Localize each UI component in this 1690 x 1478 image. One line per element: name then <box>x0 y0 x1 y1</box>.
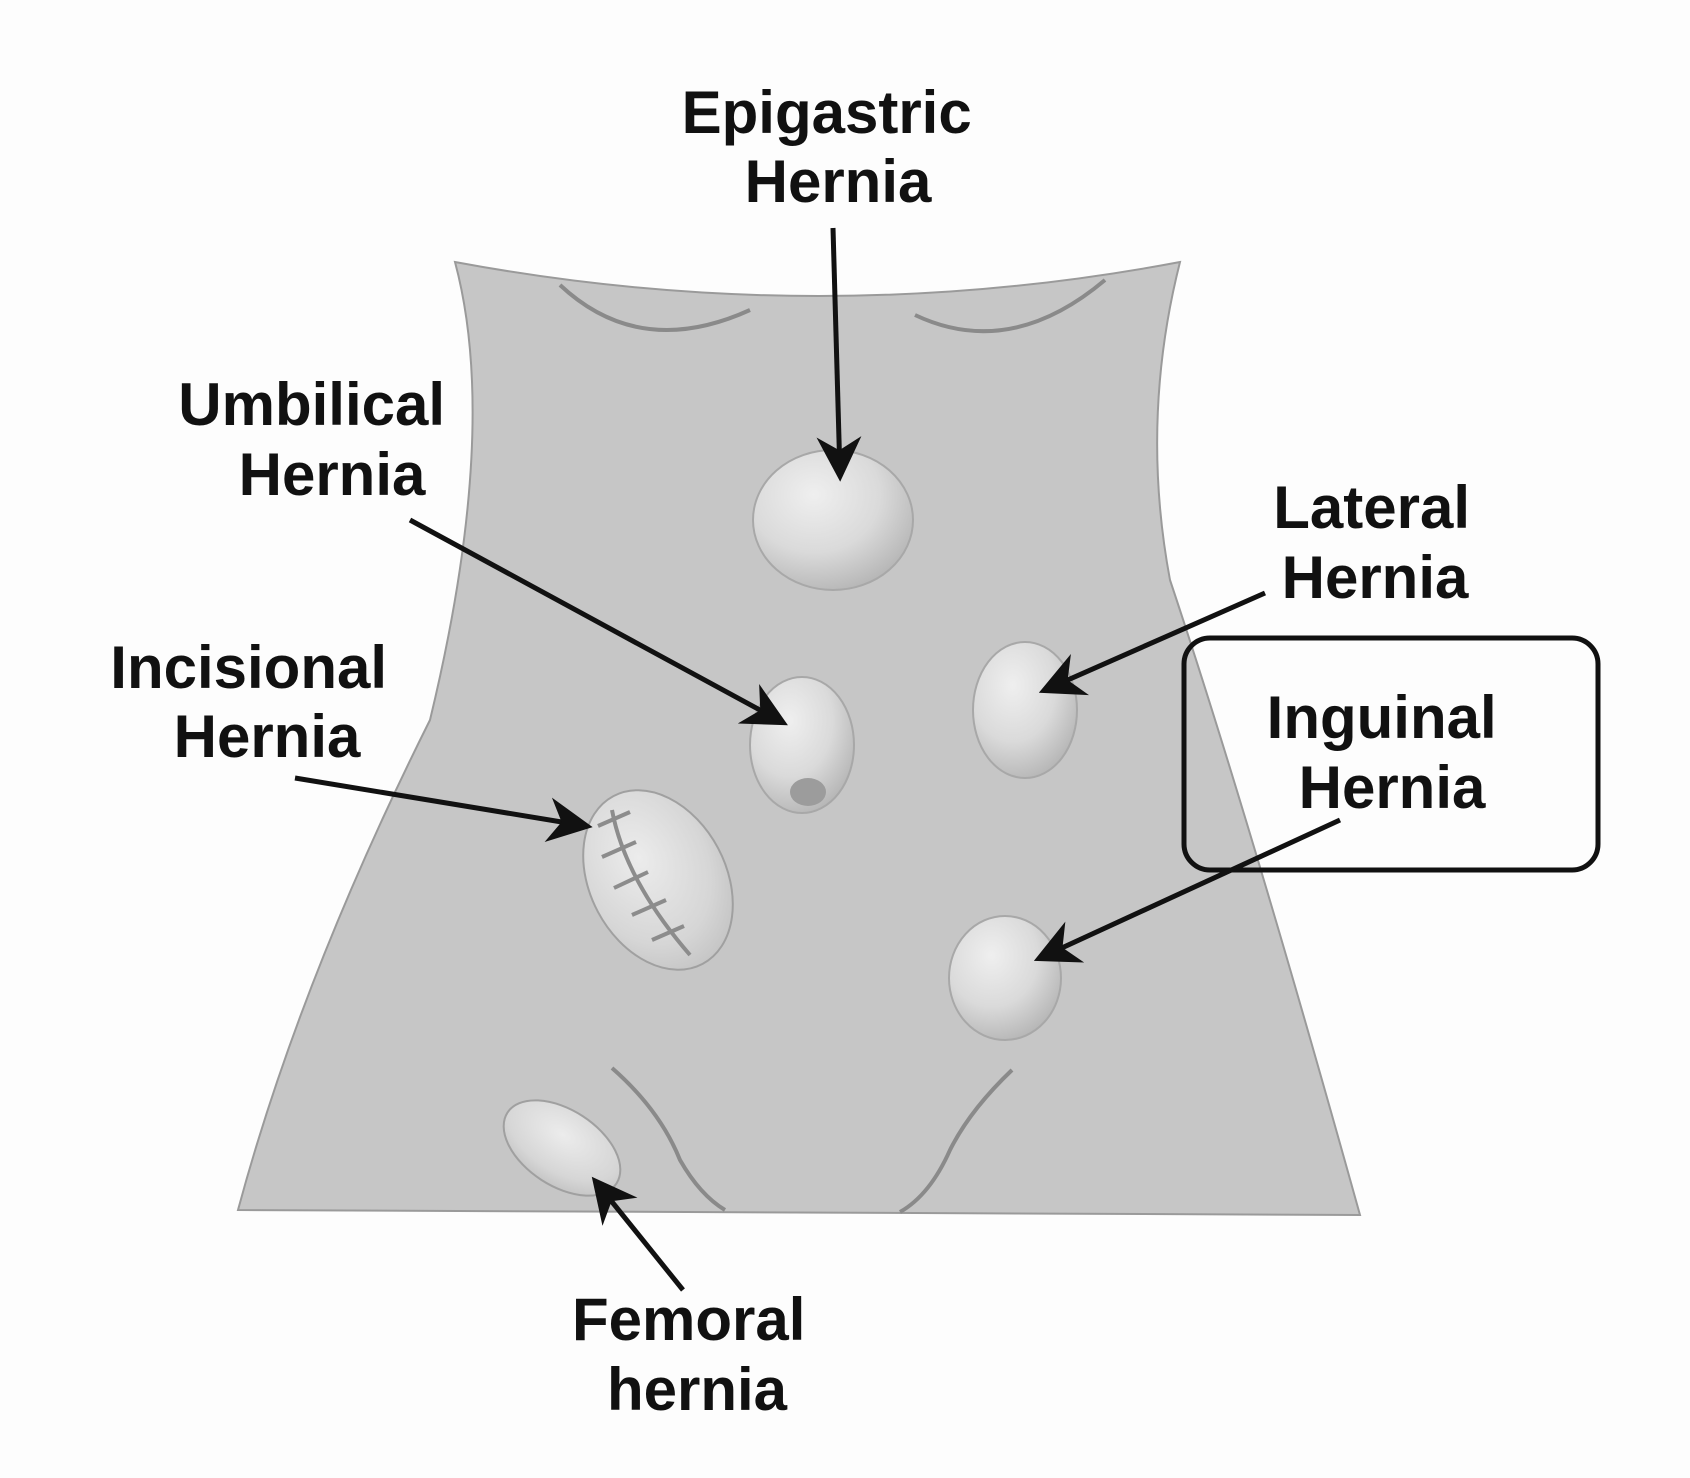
epigastric-label: Epigastric Hernia <box>682 79 989 215</box>
umbilical-arrow <box>408 517 788 726</box>
femoral-arrow <box>591 1176 685 1292</box>
epigastric-arrow <box>816 227 862 482</box>
incisional-label: Incisional Hernia <box>110 634 403 770</box>
epigastric-bulge <box>752 449 914 591</box>
suture-stitches <box>597 810 685 942</box>
incisional-arrow <box>294 775 593 842</box>
umbilical-bulge <box>749 676 855 814</box>
incision-scar-line <box>610 809 692 957</box>
inguinal-label: Inguinal Hernia <box>1267 684 1514 821</box>
inguinal-arrow <box>1033 817 1342 963</box>
umbilical-label: Umbilical Hernia <box>178 371 461 508</box>
right-chest-curve <box>914 278 1107 334</box>
inguinal-bulge <box>948 915 1062 1041</box>
left-chest-curve <box>558 283 751 332</box>
umbilicus-mark <box>790 778 826 806</box>
inguinal-highlight-box <box>1181 635 1601 873</box>
femoral-label: Femoral hernia <box>572 1286 822 1423</box>
incisional-bulge <box>582 789 734 971</box>
lateral-arrow <box>1038 590 1267 696</box>
right-groin-curve <box>899 1068 1014 1214</box>
left-groin-curve <box>610 1066 727 1212</box>
lateral-bulge <box>972 641 1078 779</box>
lateral-label: Lateral Hernia <box>1273 474 1486 611</box>
